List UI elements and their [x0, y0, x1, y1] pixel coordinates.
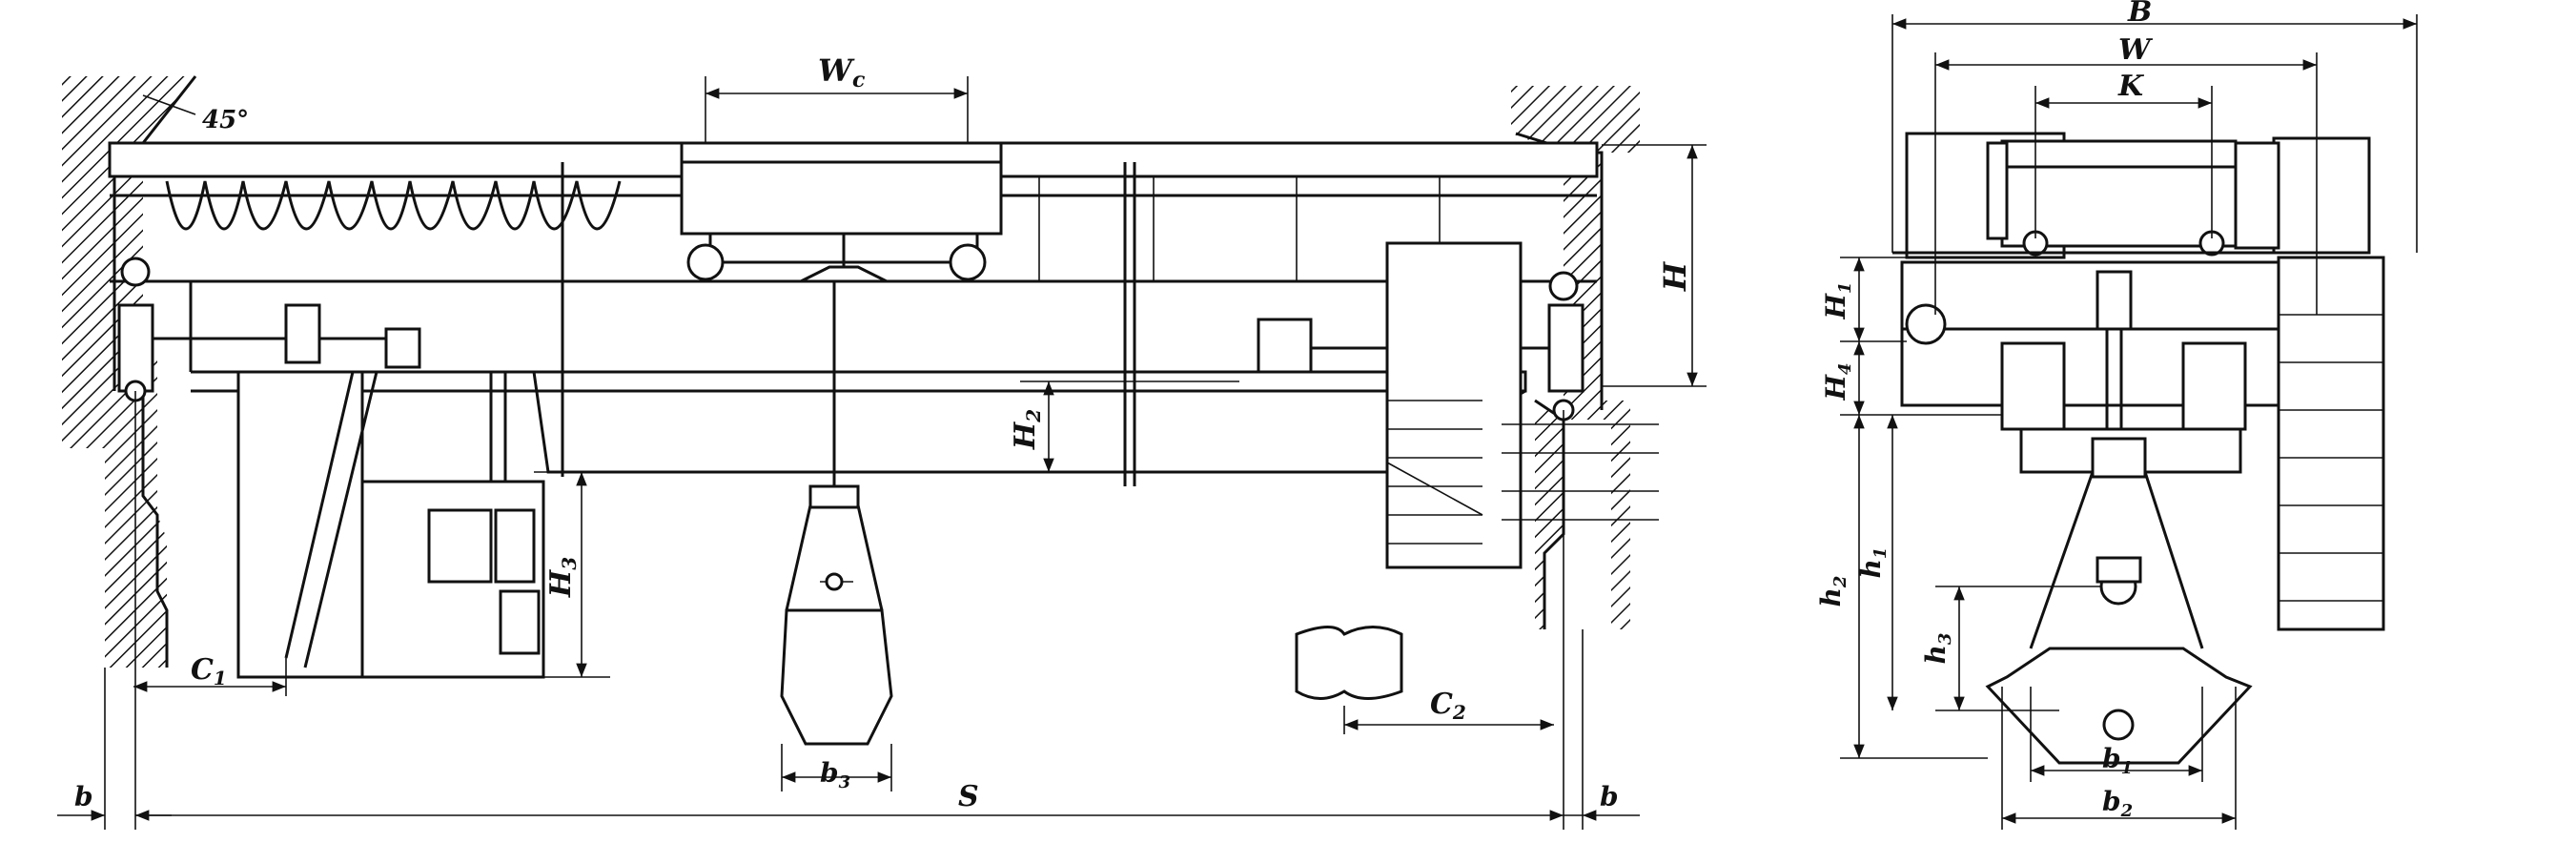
left-end-carriage — [117, 257, 421, 402]
dim-h2: h2 — [1815, 415, 1988, 759]
dim-H: H — [1602, 144, 1707, 387]
dim-H3: H3 — [534, 471, 610, 678]
dim-b-left: b — [57, 668, 172, 830]
label-h3: h3 — [1920, 633, 1955, 665]
dim-b2: b2 — [2001, 687, 2237, 830]
grab-bucket — [780, 281, 893, 746]
dim-h3: h3 — [1920, 586, 2102, 711]
dim-S: S — [134, 391, 1564, 830]
label-b-right: b — [1600, 781, 1619, 812]
dim-H2: H2 — [1009, 380, 1239, 473]
label-S: S — [958, 780, 979, 813]
label-b3: b3 — [820, 757, 850, 792]
label-H: H — [1657, 260, 1693, 292]
angle-callout: 45° — [142, 94, 249, 134]
label-K: K — [2117, 70, 2145, 103]
dim-Wc: Wc — [705, 52, 969, 143]
label-H2: H2 — [1009, 409, 1045, 450]
label-b1: b1 — [2102, 743, 2133, 778]
dim-H4: H4 — [1820, 341, 2002, 416]
access-stairs — [1385, 241, 1659, 569]
front-view: 45° — [57, 52, 1707, 830]
label-H3: H3 — [544, 557, 581, 598]
label-H1: H1 — [1820, 282, 1855, 320]
dim-b1: b1 — [2030, 687, 2203, 782]
dim-h1: h1 — [1855, 415, 1898, 710]
label-b-left: b — [74, 781, 93, 812]
side-ladder — [2277, 256, 2385, 631]
dim-C2: C2 — [1343, 688, 1554, 734]
angle-label: 45° — [202, 106, 249, 134]
label-H4: H4 — [1820, 363, 1855, 401]
label-W: W — [2118, 33, 2154, 67]
side-view: B W K H1 H4 h1 — [1815, 0, 2418, 830]
dim-K: K — [2034, 70, 2213, 238]
label-Wc: Wc — [818, 52, 866, 93]
side-grab — [1985, 437, 2253, 765]
operator-cab — [236, 370, 545, 679]
dim-W: W — [1934, 33, 2318, 315]
label-b2: b2 — [2102, 786, 2133, 821]
trolley — [680, 141, 1003, 283]
dim-H1: H1 — [1820, 257, 1907, 342]
label-h2: h2 — [1815, 576, 1850, 607]
label-h1: h1 — [1855, 547, 1891, 579]
label-C2: C2 — [1430, 688, 1466, 724]
side-trolley — [1905, 132, 2371, 259]
label-B: B — [2127, 0, 2152, 29]
label-C1: C1 — [191, 653, 227, 689]
load-item — [1295, 626, 1403, 700]
dim-B: B — [1891, 0, 2418, 253]
dim-C1: C1 — [133, 653, 287, 696]
dim-b-right: b — [1564, 629, 1640, 830]
dim-b3: b3 — [781, 744, 892, 792]
